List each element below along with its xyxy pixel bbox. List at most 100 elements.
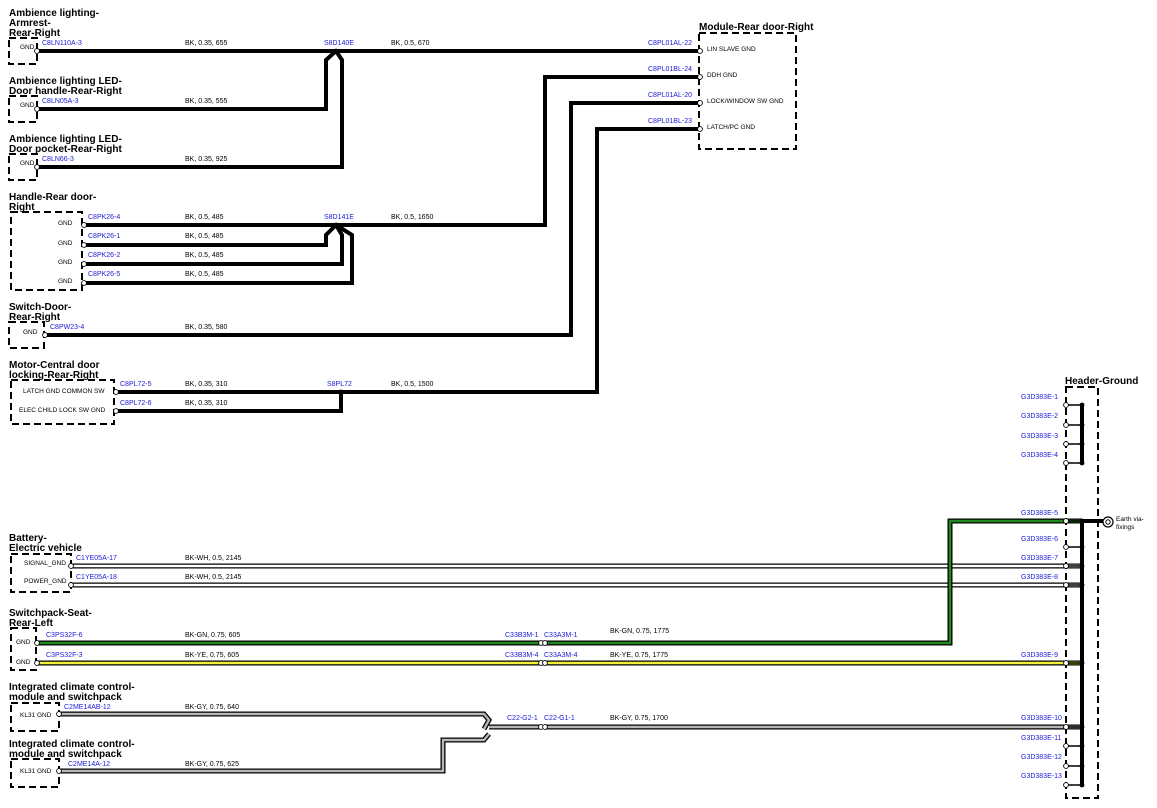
connector-C8PL01AL-22: C8PL01AL-22 xyxy=(648,40,692,47)
pin-label-module-latch: LATCH/PC GND xyxy=(707,124,755,131)
spec-wire-10: BK-WH, 0.5, 2145 xyxy=(185,555,242,562)
ground-terminal-1 xyxy=(1063,402,1069,408)
pin-label-switchpack-gnd-2: GND xyxy=(16,659,31,666)
connector-C8PK26-2: C8PK26-2 xyxy=(88,252,120,259)
splice-S8D140E: S8D140E xyxy=(324,40,354,47)
title-amb-door-handle-1: Ambience lighting LED- xyxy=(9,76,122,87)
connector-C1YE05A-17: C1YE05A-17 xyxy=(76,555,117,562)
title-amb-door-pocket-1: Ambience lighting LED- xyxy=(9,134,122,145)
ground-pin-8: G3D383E-8 xyxy=(1021,574,1058,581)
pin-label-motor-latch: LATCH GND COMMON SW xyxy=(23,388,105,395)
ground-pin-10: G3D383E-10 xyxy=(1021,715,1062,722)
connector-C3PS32F-3: C3PS32F-3 xyxy=(46,652,83,659)
title-battery-ev-1: Battery- xyxy=(9,533,47,544)
pin-terminal-8 xyxy=(113,389,119,395)
inline-spec-1: BK-YE, 0.75, 1775 xyxy=(610,652,668,659)
ground-pin-5: G3D383E-5 xyxy=(1021,510,1058,517)
connector-C8PW23-4: C8PW23-4 xyxy=(50,324,84,331)
ground-terminal-6 xyxy=(1063,544,1069,550)
pin-label-battery-power: POWER_GND xyxy=(24,578,67,585)
pin-label-door-handle-gnd: GND xyxy=(20,102,35,109)
wire-handle-4-to-ddh xyxy=(84,75,700,227)
inline-C33A3M-1: C33A3M-1 xyxy=(544,632,578,639)
ground-terminal-13 xyxy=(1063,782,1069,788)
title-battery-ev-2: Electric vehicle xyxy=(9,543,82,554)
earth-symbol-inner-icon xyxy=(1105,519,1111,525)
ground-junction-12 xyxy=(1079,763,1085,769)
connector-C8PK26-4: C8PK26-4 xyxy=(88,214,120,221)
spec-wire-7: BK, 0.35, 580 xyxy=(185,324,228,331)
pin-terminal-6 xyxy=(81,280,87,286)
pin-label-armrest-gnd: GND xyxy=(20,44,35,51)
title-motor-central-2: locking-Rear-Right xyxy=(9,370,99,381)
inline-C33A3M-4: C33A3M-4 xyxy=(544,652,578,659)
wire-layer xyxy=(37,49,1103,785)
pin-terminal-3 xyxy=(81,222,87,228)
component-box-battery-ev xyxy=(10,553,72,593)
ground-terminal-11 xyxy=(1063,743,1069,749)
spec-wire-11: BK-WH, 0.5, 2145 xyxy=(185,574,242,581)
spec-wire-13: BK-YE, 0.75, 605 xyxy=(185,652,239,659)
connector-C8PL01BL-24: C8PL01BL-24 xyxy=(648,66,692,73)
pin-terminal-23 xyxy=(542,660,548,666)
connector-C3PS32F-6: C3PS32F-6 xyxy=(46,632,83,639)
splice-S8D140E-out-spec: BK, 0.5, 670 xyxy=(391,40,430,47)
pin-terminal-9 xyxy=(113,408,119,414)
title-amb-armrest-2: Armrest- xyxy=(9,18,51,29)
spec-wire-8: BK, 0.35, 310 xyxy=(185,381,228,388)
splice-S8D141E-out-spec: BK, 0.5, 1650 xyxy=(391,214,434,221)
pin-terminal-5 xyxy=(81,261,87,267)
ground-terminal-7 xyxy=(1063,563,1069,569)
title-module-rear-door: Module-Rear door-Right xyxy=(699,22,814,33)
ground-terminal-5 xyxy=(1063,518,1069,524)
pin-terminal-22 xyxy=(542,640,548,646)
wire-handle-5 xyxy=(84,223,354,285)
title-climate-1-2: module and switchpack xyxy=(9,692,122,703)
spec-wire-5: BK, 0.5, 485 xyxy=(185,252,224,259)
connector-C8PL72-5: C8PL72-5 xyxy=(120,381,152,388)
spec-wire-2: BK, 0.35, 925 xyxy=(185,156,228,163)
connector-C2ME14A-12: C2ME14A-12 xyxy=(68,761,110,768)
title-amb-armrest-3: Rear-Right xyxy=(9,28,61,39)
pin-label-climate-1-kl31: KL31 GND xyxy=(20,712,52,719)
splice-S8D141E: S8D141E xyxy=(324,214,354,221)
ground-pin-4: G3D383E-4 xyxy=(1021,452,1058,459)
wire-climate-2 xyxy=(59,733,490,773)
title-header-ground: Header-Ground xyxy=(1065,376,1138,387)
inline-C33B3M-4: C33B3M-4 xyxy=(505,652,539,659)
wire-door-pocket xyxy=(37,49,344,169)
pin-label-climate-2-kl31: KL31 GND xyxy=(20,768,52,775)
pin-terminal-12 xyxy=(34,640,40,646)
pin-terminal-13 xyxy=(34,660,40,666)
pin-label-module-lin: LIN SLAVE GND xyxy=(707,46,756,53)
title-climate-2-1: Integrated climate control- xyxy=(9,739,135,750)
pin-terminal-0 xyxy=(34,48,40,54)
wire-climate-1-outline xyxy=(59,711,493,731)
pin-label-battery-signal: SIGNAL_GND xyxy=(24,560,66,567)
ground-pin-11: G3D383E-11 xyxy=(1021,735,1061,742)
ground-terminal-9 xyxy=(1063,660,1069,666)
pin-label-switchpack-gnd-1: GND xyxy=(16,639,31,646)
ground-pin-1: G3D383E-1 xyxy=(1021,394,1058,401)
splice-dot-S8PL72 xyxy=(338,389,344,395)
spec-wire-3: BK, 0.5, 485 xyxy=(185,214,224,221)
pin-terminal-7 xyxy=(42,332,48,338)
connector-C8LN05A-3: C8LN05A-3 xyxy=(42,98,79,105)
wire-handle-2 xyxy=(84,223,344,266)
spec-wire-1: BK, 0.35, 555 xyxy=(185,98,228,105)
spec-wire-14: BK-GY, 0.75, 640 xyxy=(185,704,239,711)
ground-junction-1 xyxy=(1079,402,1085,408)
spec-wire-9: BK, 0.35, 310 xyxy=(185,400,228,407)
component-box-motor-central xyxy=(10,379,115,425)
title-amb-door-handle-2: Door handle-Rear-Right xyxy=(9,86,122,97)
pin-terminal-10 xyxy=(68,563,74,569)
splice-dot-S8D141E xyxy=(333,222,339,228)
splice-dot-S8D140E xyxy=(333,48,339,54)
spec-wire-4: BK, 0.5, 485 xyxy=(185,233,224,240)
ground-junction-8 xyxy=(1079,582,1085,588)
component-box-climate-1 xyxy=(10,702,60,732)
ground-junction-13 xyxy=(1079,782,1085,788)
ground-pin-13: G3D383E-13 xyxy=(1021,773,1062,780)
title-switchpack-seat-2: Rear-Left xyxy=(9,618,54,629)
ground-junction-10 xyxy=(1079,724,1085,730)
